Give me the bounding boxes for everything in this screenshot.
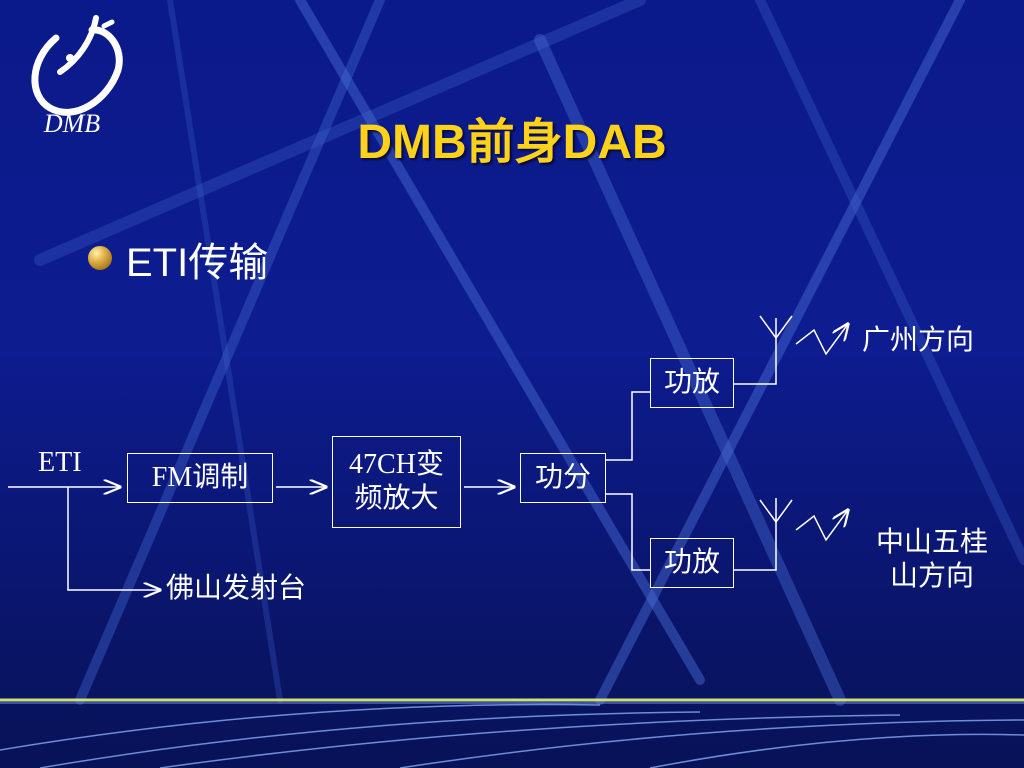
signal-top	[795, 324, 848, 356]
bullet-text: ETI传输	[126, 241, 269, 285]
slide-title: DMB前身DAB	[357, 116, 667, 169]
fm-modulator-box: FM调制	[127, 453, 273, 503]
signal-bottom	[795, 510, 848, 542]
line-pa-top-antenna	[734, 318, 777, 385]
bullet-icon	[88, 246, 112, 270]
antenna-top-right	[775, 315, 793, 339]
amp-47ch-line1: 47CH变	[349, 449, 444, 481]
line-pa-bottom-antenna	[734, 498, 777, 571]
pa-top-box: 功放	[650, 358, 734, 408]
branch-label-foshan: 佛山发射台	[166, 573, 307, 604]
svg-text:DMB: DMB	[43, 109, 100, 138]
antenna-top-left	[759, 315, 777, 339]
pa-bottom-label: 功放	[663, 547, 720, 579]
amp-47ch-box: 47CH变 频放大	[332, 436, 461, 528]
pa-bottom-box: 功放	[650, 538, 734, 588]
amp-47ch-line2: 频放大	[354, 483, 439, 514]
dest-bottom-label: 中山五桂 山方向	[862, 526, 1002, 593]
splitter-label: 功分	[534, 462, 591, 494]
antenna-bottom-left	[759, 499, 777, 523]
arrow-branch-foshan	[67, 487, 160, 590]
line-splitter-pa-top	[606, 391, 650, 461]
dest-top-label: 广州方向	[862, 325, 975, 356]
antenna-bottom-right	[775, 499, 793, 523]
dest-bottom-line1: 中山五桂	[875, 527, 988, 558]
fm-modulator-label: FM调制	[151, 462, 249, 494]
dest-bottom-line2: 山方向	[889, 560, 974, 592]
pa-top-label: 功放	[663, 367, 720, 399]
splitter-box: 功分	[520, 453, 606, 503]
input-label-eti: ETI	[38, 447, 82, 478]
line-splitter-pa-bottom	[606, 493, 650, 571]
dmb-logo: DMB	[31, 15, 123, 138]
